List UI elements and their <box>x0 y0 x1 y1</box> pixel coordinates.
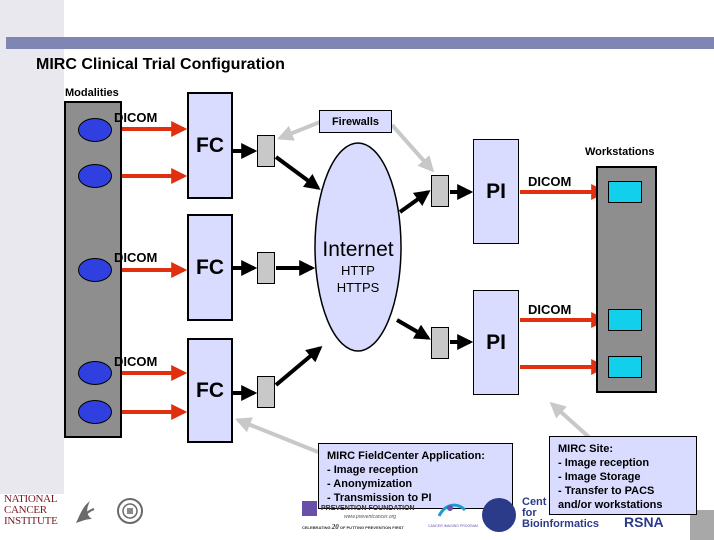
tagline-part: CELEBRATING <box>302 525 331 530</box>
site-callout: MIRC Site: - Image reception - Image Sto… <box>549 436 697 515</box>
tagline-years: 20 <box>331 523 339 531</box>
firewalls-label: Firewalls <box>319 110 392 133</box>
firewall-block <box>257 376 275 408</box>
rsna-logo: RSNA <box>624 514 664 530</box>
foundation-name: PREVENTION FOUNDATION <box>321 505 415 512</box>
link-arrow <box>398 190 431 214</box>
hhs-eagle-icon <box>76 501 95 523</box>
fc-node-2: FC <box>187 214 233 321</box>
imaging-program-text: CANCER IMAGING PROGRAM <box>428 524 478 528</box>
center-bioinformatics-logo: Cent for Bioinformatics <box>482 496 599 533</box>
callout-title: MIRC Site: <box>558 443 613 455</box>
nci-line-1: NATIONAL <box>4 493 58 505</box>
nci-logo: NATIONAL CANCER INSTITUTE <box>4 494 66 527</box>
pi-node-1: PI <box>473 139 519 244</box>
callout-pointer <box>549 401 592 440</box>
nih-seal-icon <box>117 498 143 524</box>
cb-line-2: for <box>522 507 537 519</box>
pointer-arrow <box>390 123 435 173</box>
firewall-block <box>431 175 449 207</box>
callout-item: - Transfer to PACS <box>558 485 655 497</box>
imaging-swoosh-icon <box>437 503 467 517</box>
dicom-label: DICOM <box>114 250 158 265</box>
dicom-label: DICOM <box>528 174 572 189</box>
fc-node-3: FC <box>187 338 233 443</box>
callout-item: - Transmission to PI <box>327 492 432 504</box>
firewall-block <box>257 252 275 284</box>
dicom-label: DICOM <box>114 110 158 125</box>
internet-cloud <box>314 142 402 352</box>
prevention-foundation-logo: PREVENTION FOUNDATION www.preventcancer.… <box>300 497 470 533</box>
firewall-block <box>431 327 449 359</box>
callout-pointer <box>235 417 319 454</box>
pointer-arrow <box>277 120 321 141</box>
workstations-panel <box>596 166 657 393</box>
callout-title: MIRC FieldCenter Application: <box>327 450 485 462</box>
fieldcenter-callout: MIRC FieldCenter Application: - Image re… <box>318 443 513 509</box>
modalities-label: Modalities <box>65 87 119 99</box>
callout-item: - Anonymization <box>327 478 413 490</box>
modality-device <box>78 118 112 142</box>
callout-item: and/or workstations <box>558 499 663 511</box>
workstation-monitor <box>608 181 642 203</box>
workstation-monitor <box>608 309 642 331</box>
link-arrow <box>274 155 321 190</box>
firewall-block <box>257 135 275 167</box>
dicom-label: DICOM <box>528 302 572 317</box>
modality-device <box>78 400 112 424</box>
protocol-http: HTTP <box>341 263 375 278</box>
left-decor-bar <box>0 0 64 494</box>
internet-text: Internet HTTP HTTPS <box>315 238 401 296</box>
nci-line-2: CANCER <box>4 504 47 516</box>
modality-device <box>78 361 112 385</box>
modality-device <box>78 258 112 282</box>
fc-node-1: FC <box>187 92 233 199</box>
callout-item: - Image reception <box>327 464 419 476</box>
bioinformatics-globe-icon <box>482 498 516 532</box>
top-band <box>6 37 714 49</box>
link-arrow <box>395 318 431 340</box>
cb-line-3: Bioinformatics <box>522 518 600 530</box>
callout-item: - Image reception <box>558 457 650 469</box>
link-arrow <box>274 345 323 387</box>
protocol-https: HTTPS <box>336 280 380 295</box>
modality-device <box>78 164 112 188</box>
pi-node-2: PI <box>473 290 519 395</box>
workstations-label: Workstations <box>585 146 655 158</box>
foundation-url: www.preventcancer.org <box>344 514 397 520</box>
internet-title: Internet <box>322 238 394 261</box>
callout-item: - Image Storage <box>558 471 641 483</box>
foundation-tagline: CELEBRATING 20 OF PUTTING PREVENTION FIR… <box>302 523 404 531</box>
nci-line-3: INSTITUTE <box>4 515 58 527</box>
slide-title: MIRC Clinical Trial Configuration <box>36 56 285 73</box>
cb-line-1: Cent <box>522 496 547 508</box>
tagline-part: OF PUTTING PREVENTION FIRST <box>339 525 404 530</box>
dicom-label: DICOM <box>114 354 158 369</box>
workstation-monitor <box>608 356 642 378</box>
corner-block <box>690 510 714 540</box>
foundation-mark-icon <box>302 501 317 516</box>
imaging-program-logo: CANCER IMAGING PROGRAM <box>428 500 478 530</box>
